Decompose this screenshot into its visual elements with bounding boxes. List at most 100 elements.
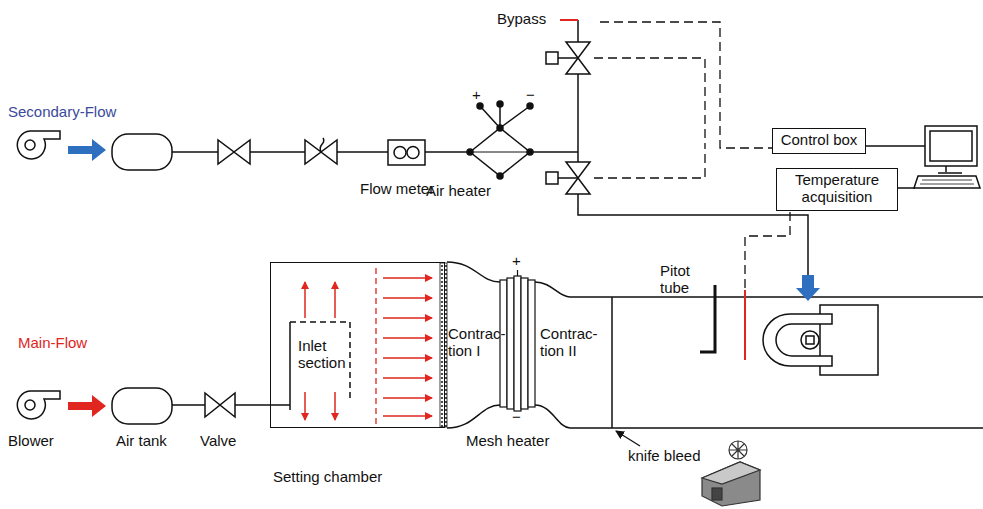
flow-meter-part	[407, 147, 419, 159]
node-label: Setting chamber	[273, 468, 382, 485]
wind-tunnel-wall-part	[447, 262, 500, 282]
flow-line	[375, 268, 376, 424]
air-tank-part	[112, 388, 172, 424]
computer-icon-part	[920, 180, 974, 184]
flow-arrow	[68, 139, 106, 161]
mesh-heater-part	[528, 280, 535, 407]
flow-arrows-part	[334, 392, 336, 420]
part-label: +	[472, 86, 481, 103]
pitot-tube	[700, 285, 715, 352]
screen-mesh	[440, 263, 447, 427]
wind-tunnel-wall-part	[535, 282, 983, 297]
air-tank	[112, 134, 172, 424]
air-heater-part-part	[527, 103, 533, 109]
computer-icon-part	[914, 176, 980, 188]
flow-arrows-part	[383, 317, 432, 319]
mesh-heater-part	[517, 270, 518, 276]
main-line-part	[172, 404, 270, 406]
flow-arrows-part	[383, 377, 432, 379]
mesh-heater-part	[500, 280, 507, 407]
flow-arrows-part	[383, 337, 432, 339]
valve-symbol-part	[546, 52, 558, 64]
main-line-part	[270, 322, 290, 410]
part-label: Blower	[8, 432, 54, 449]
wind-tunnel-wall-part	[447, 405, 500, 428]
blower-icon-part	[25, 400, 35, 410]
part-label: Air tank	[116, 432, 167, 449]
part-label: Main-Flow	[18, 334, 87, 351]
camera-icon-part	[729, 441, 747, 459]
flow-arrows-part	[383, 297, 432, 299]
air-heater-part	[467, 101, 533, 179]
computer-icon-part	[938, 166, 962, 173]
part-label: knife bleed	[628, 447, 701, 464]
flow-meter-part	[388, 140, 425, 165]
air-heater-part-part	[477, 103, 483, 109]
node-label: Temperature acquisition	[781, 171, 893, 206]
signal-line	[594, 22, 790, 288]
air-heater	[467, 101, 533, 179]
test-model	[763, 305, 878, 375]
wind-tunnel-wall-part	[611, 297, 613, 428]
part-label: Inlet section	[298, 337, 356, 372]
flow-arrows-part	[383, 397, 432, 399]
flow-arrows-part	[383, 357, 432, 359]
valve-symbol-part	[546, 172, 558, 184]
valve-symbol-part	[218, 140, 250, 164]
mesh-heater-part	[521, 278, 528, 409]
wind-tunnel-wall	[447, 262, 983, 428]
setting-chamber: Setting chamber	[270, 262, 445, 428]
bypass-mark	[560, 19, 578, 21]
camera-icon	[702, 441, 760, 506]
main-line-part	[349, 322, 351, 400]
node-label: Control box	[777, 131, 861, 148]
mesh-heater-part	[514, 276, 521, 411]
part-label: Secondary-Flow	[8, 103, 116, 120]
part-label: −	[512, 408, 521, 425]
main-line-part	[290, 321, 350, 323]
signal-line-part	[594, 58, 705, 148]
thermocouple	[744, 290, 746, 360]
part-label: Valve	[200, 432, 236, 449]
part-label: Contrac- tion I	[448, 325, 510, 360]
valve-symbol-part	[320, 138, 324, 152]
blower-icon-part	[17, 391, 60, 419]
flow-arrows-part	[383, 277, 432, 279]
mesh-heater-part	[507, 278, 514, 409]
part-label: Mesh heater	[466, 432, 549, 449]
part-label: Bypass	[497, 10, 546, 27]
part-label: Flow meter	[360, 180, 434, 197]
part-label: Contrac- tion II	[540, 325, 602, 360]
air-heater-part	[480, 104, 530, 128]
part-label: Air heater	[426, 182, 491, 199]
air-heater-part-part	[467, 149, 473, 155]
air-heater-part	[470, 152, 530, 153]
part-label: −	[526, 86, 535, 103]
test-model-part	[801, 331, 819, 349]
valve-symbol-part	[558, 177, 578, 179]
flow-arrow	[68, 395, 106, 417]
signal-line-part	[600, 22, 772, 148]
air-heater-part-part	[497, 125, 503, 131]
signal-line-part	[594, 148, 705, 178]
valve-symbol-part	[558, 57, 578, 59]
flow-meter	[388, 140, 425, 165]
leader-line	[616, 431, 640, 446]
wind-tunnel-wall-part	[535, 405, 983, 428]
flow-arrows-part	[304, 392, 306, 420]
camera-icon-part	[702, 462, 760, 506]
blower-icon	[17, 131, 60, 419]
air-tank-part	[112, 134, 172, 170]
blower-icon-part	[25, 140, 35, 150]
flow-arrows-part	[304, 282, 306, 318]
part-label: +	[512, 252, 521, 269]
test-model-part	[806, 336, 814, 344]
test-model-part	[763, 314, 832, 366]
control-box: Control box	[772, 128, 866, 154]
air-heater-part-part	[497, 173, 503, 179]
part-label: Pitot tube	[660, 262, 710, 297]
air-heater-part-part	[527, 149, 533, 155]
flow-meter-part	[394, 147, 406, 159]
secondary-line	[172, 20, 808, 275]
